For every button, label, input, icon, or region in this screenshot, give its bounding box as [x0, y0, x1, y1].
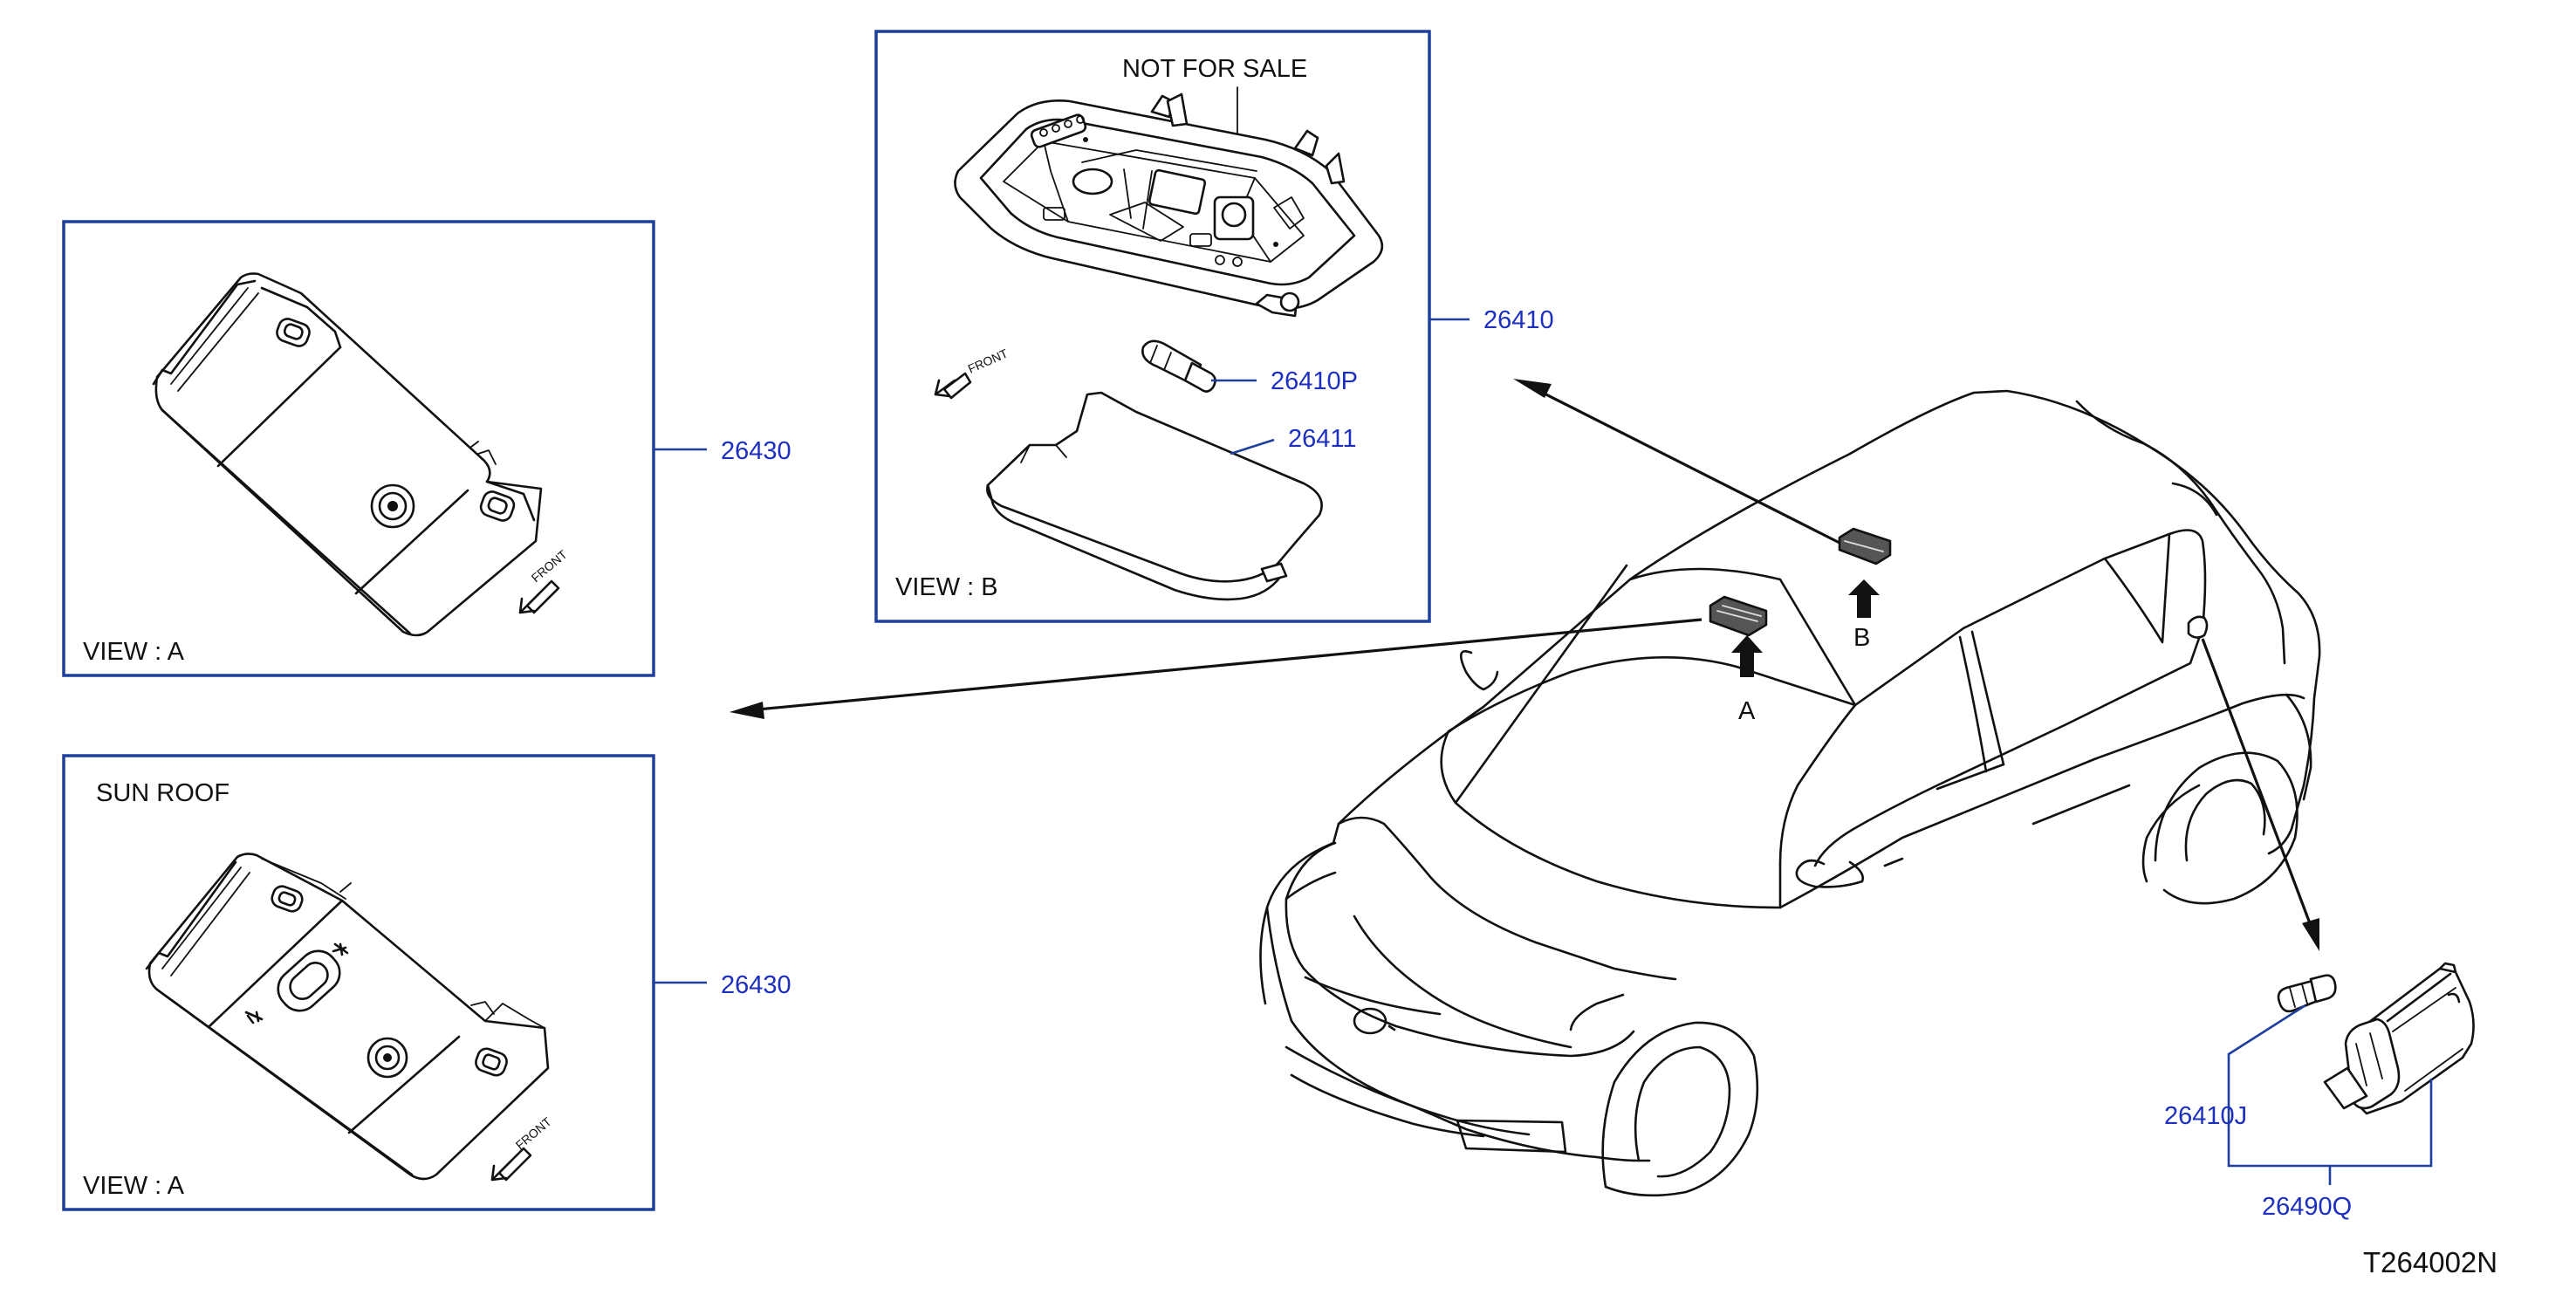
sunroof-map-lamp-illustration [145, 853, 550, 1181]
front-direction-icon: FRONT [518, 547, 571, 614]
luggage-bracket [2227, 1004, 2433, 1168]
luggage-lamp-group: 26410J 26490Q [2164, 962, 2475, 1221]
view-b-label: VIEW : B [895, 573, 998, 601]
luggage-bulb-illustration [2277, 974, 2337, 1013]
part-number-26410j: 26410J [2164, 1102, 2247, 1130]
lamp-location-b: B [1838, 527, 1892, 652]
room-lamp-housing-illustration [954, 92, 1384, 318]
front-label: FRONT [529, 547, 571, 586]
diagram-reference-code: T264002N [2363, 1246, 2497, 1278]
part-number-26430-sunroof: 26430 [721, 971, 791, 999]
sunroof-front-direction-icon: FRONT [490, 1114, 555, 1182]
marker-b-label: B [1853, 624, 1870, 652]
not-for-sale-title: NOT FOR SALE [1122, 55, 1307, 83]
lamp-lens-illustration [986, 391, 1323, 601]
arrow-head-icon [2302, 918, 2319, 951]
pointer-arrows [730, 379, 2319, 951]
sunroof-view-a-label: VIEW : A [83, 1172, 185, 1200]
sunroof-title: SUN ROOF [96, 779, 230, 807]
front-label-b: FRONT [966, 346, 1011, 375]
lamp-location-a: A [1709, 595, 1768, 725]
part-number-26410p: 26410P [1271, 367, 1358, 395]
part-number-26490q: 26490Q [2262, 1193, 2352, 1221]
map-lamp-illustration [152, 272, 543, 637]
part-number-26410: 26410 [1483, 306, 1554, 334]
part-number-26430-a: 26430 [721, 437, 791, 465]
luggage-lamp-housing-illustration [2323, 962, 2475, 1115]
marker-a-label: A [1738, 697, 1756, 725]
view-b-panel: NOT FOR SALE [874, 30, 1554, 623]
view-a-sunroof-panel: SUN ROOF FRONT VIEW [62, 754, 791, 1211]
front-direction-icon-b: FRONT [934, 346, 1011, 400]
sunroof-front-label: FRONT [513, 1114, 555, 1153]
arrow-up-icon-b [1848, 579, 1880, 618]
arrow-head-icon [730, 702, 764, 719]
view-b-frame [874, 30, 1431, 623]
view-a-label: VIEW : A [83, 638, 185, 666]
lens-leader [1230, 438, 1275, 456]
vehicle-illustration [1259, 389, 2321, 1197]
part-number-26411: 26411 [1288, 425, 1357, 453]
arrow-head-icon [1513, 379, 1552, 398]
bulb-illustration [1141, 339, 1216, 393]
arrow-up-icon-a [1731, 635, 1763, 677]
view-a-panel: FRONT VIEW : A 26430 [62, 220, 791, 677]
